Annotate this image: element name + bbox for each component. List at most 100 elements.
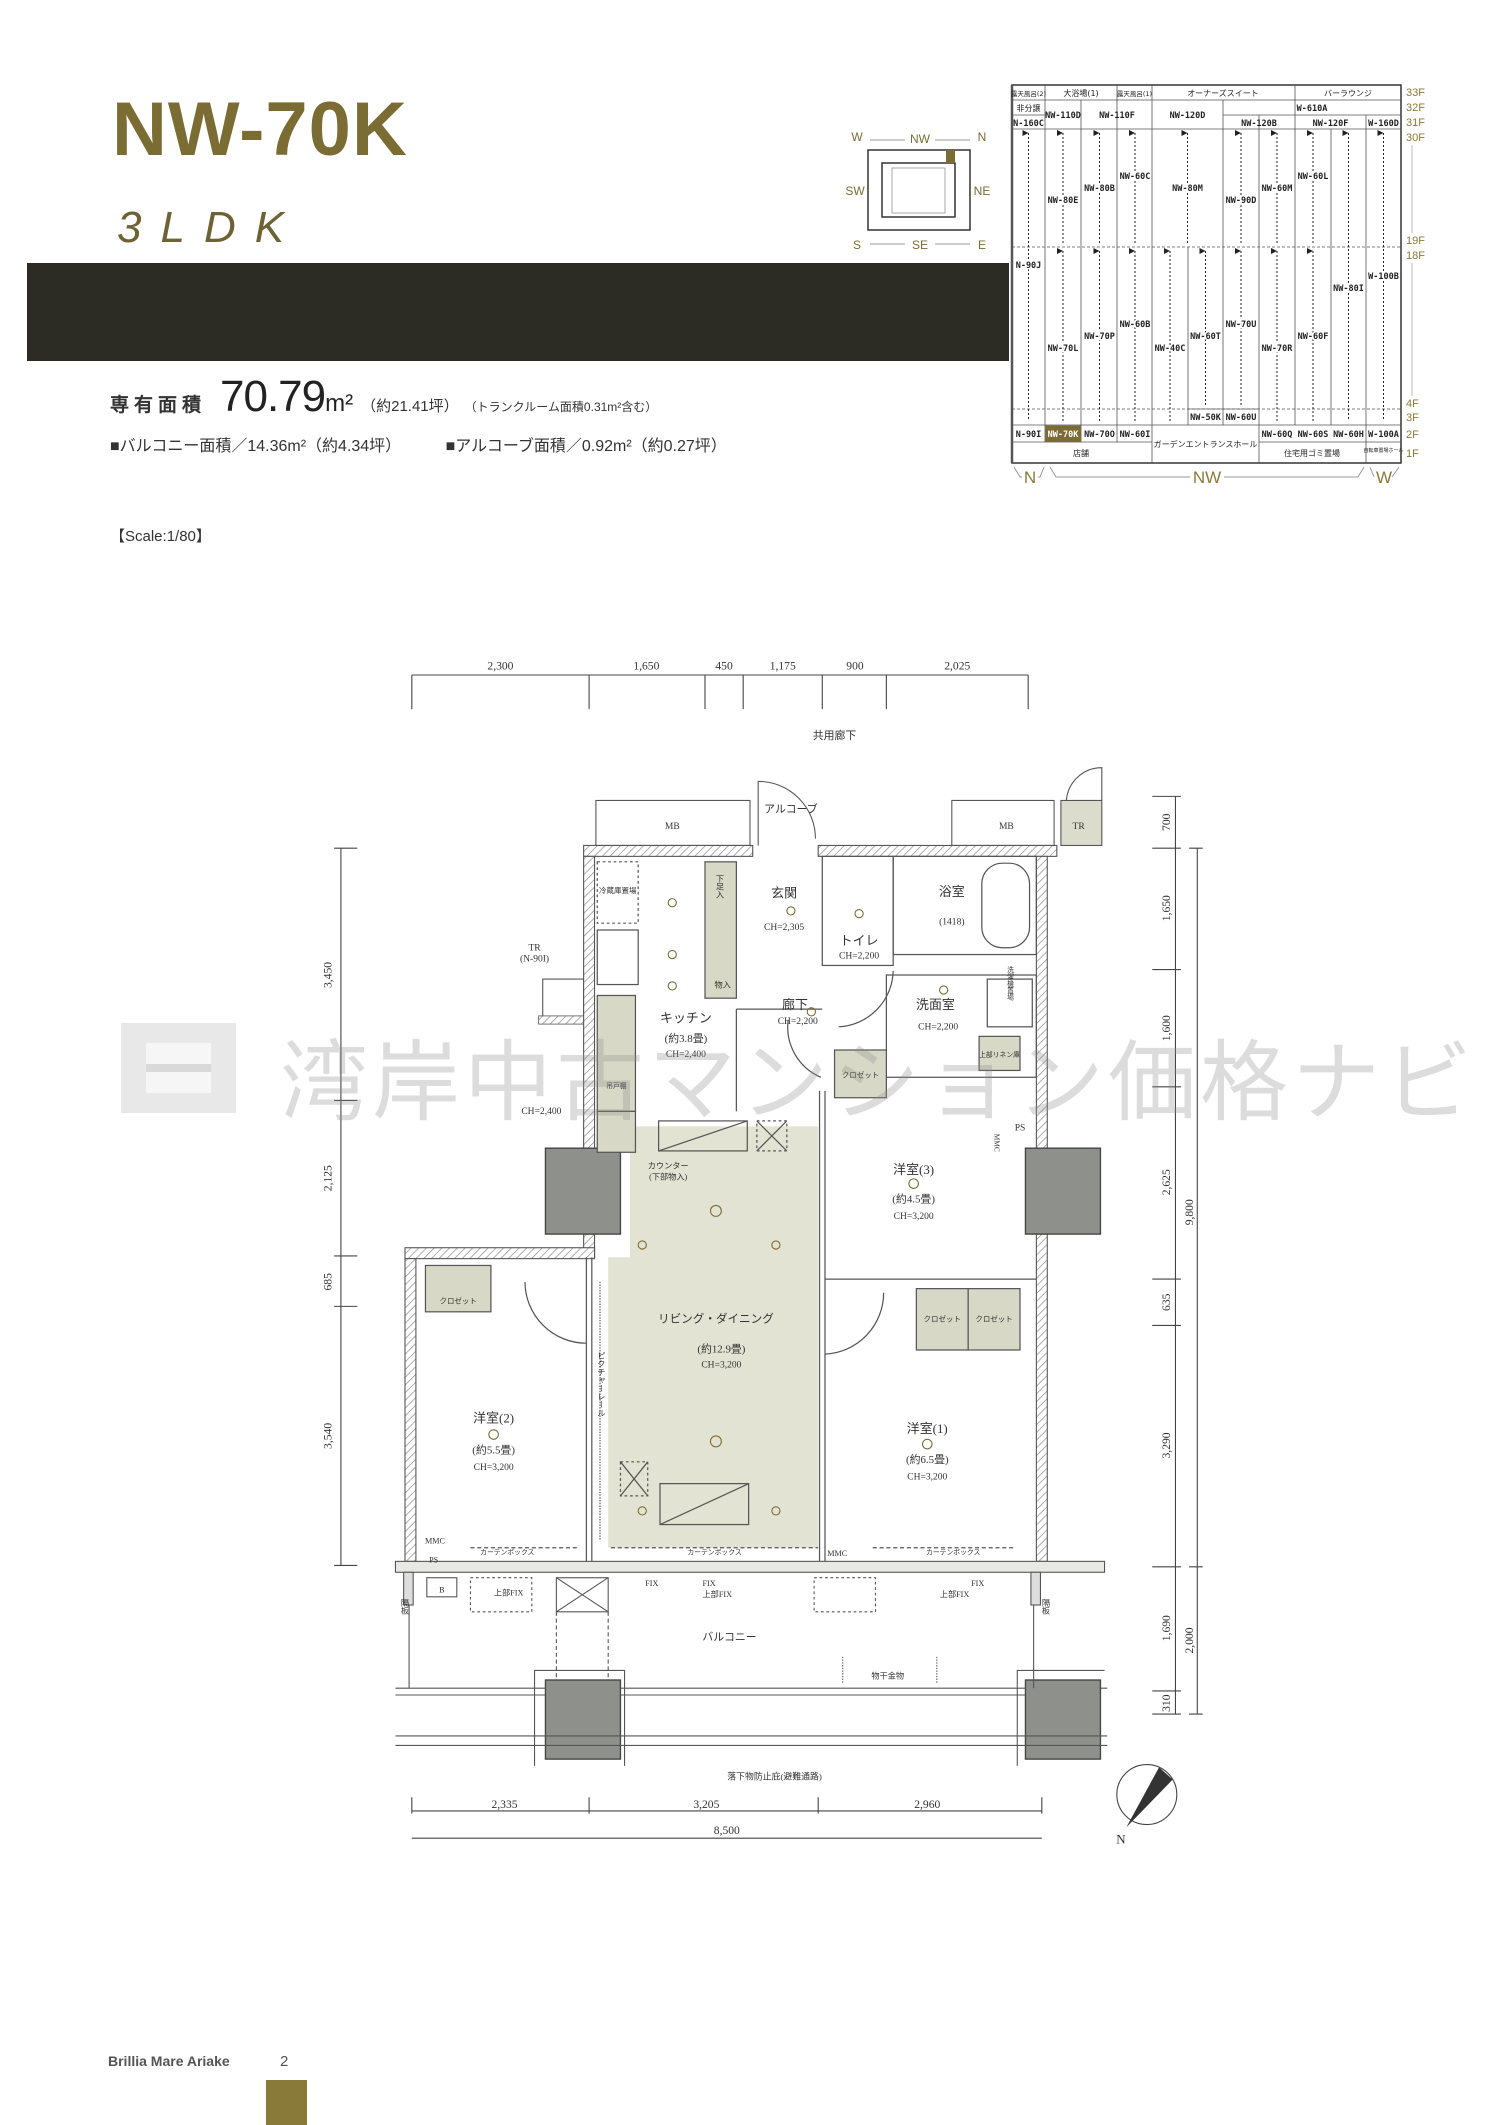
dim-label: 900	[846, 660, 864, 673]
wing-label-w: W	[1376, 468, 1392, 487]
kp-cell: 店舗	[1073, 448, 1089, 458]
bath-label: 浴室	[939, 884, 965, 899]
common-corridor-label: 共用廊下	[813, 728, 857, 742]
kp-cell: 大浴場(1)	[1063, 88, 1098, 98]
washer-space-label: 洗濯機置場	[1006, 965, 1014, 1001]
closet-label: クロゼット	[439, 1296, 476, 1306]
kp-cell: NW-60B	[1120, 320, 1151, 330]
room1-size: (約6.5畳)	[906, 1452, 949, 1466]
dim-label: 685	[321, 1273, 334, 1291]
kp-cell: NW-70L	[1048, 344, 1079, 354]
floor-plan: 2,300 1,650 450 1,175 900 2,025 共用廊下 MB …	[321, 660, 1203, 1847]
dir-nw: NW	[910, 132, 931, 146]
dir-e: E	[978, 238, 986, 252]
closet-label: クロゼット	[842, 1069, 879, 1079]
living-dining-area	[608, 1126, 819, 1548]
kp-cell: NW-60U	[1226, 413, 1257, 423]
upper-fix-label: 上部FIX	[940, 1589, 970, 1599]
canopy-label: 落下物防止庇(避難通路)	[727, 1771, 822, 1782]
kp-cell: NW-120D	[1170, 111, 1206, 121]
dim-label: 2,300	[487, 660, 513, 673]
closet-label: クロゼット	[975, 1313, 1012, 1323]
entrance-ch: CH=2,305	[764, 922, 804, 933]
kp-cell: NW-60M	[1262, 184, 1293, 194]
trunk-room-unit: (N-90I)	[520, 953, 549, 964]
room3-size: (約4.5畳)	[892, 1192, 935, 1206]
scale-label: 【Scale:1/80】	[110, 528, 211, 545]
building-key-plan: 露天風呂(2) 大浴場(1) 露天風呂(1) オーナーズスイート バーラウンジ …	[1010, 84, 1425, 487]
alcove-area: ■アルコーブ面積／0.92m²（約0.27坪）	[445, 438, 727, 455]
room2-ch: CH=3,200	[474, 1462, 514, 1473]
kp-cell: W-610A	[1297, 104, 1328, 114]
dim-label: 1,690	[1160, 1615, 1173, 1641]
fridge-space-label: 冷蔵庫置場	[599, 885, 637, 895]
kp-cell: NW-60C	[1120, 172, 1151, 182]
current-unit-highlight	[1045, 425, 1081, 442]
floor-area-row: 専有面積 70.79 m² （約21.41坪） （トランクルーム面積0.31m²…	[110, 372, 657, 422]
room1-ch: CH=3,200	[907, 1472, 947, 1483]
dim-label: 3,290	[1160, 1432, 1173, 1458]
living-dining-ch: CH=3,200	[701, 1360, 741, 1371]
mb-label: MB	[665, 821, 680, 832]
shoe-cabinet-label: 下足入	[715, 874, 724, 899]
wing-label-nw: NW	[1193, 468, 1221, 487]
floor-area-unit: m²	[325, 390, 354, 417]
drying-hardware-label: 物干金物	[871, 1671, 904, 1681]
kp-cell: NW-60Q	[1262, 430, 1293, 440]
upper-fix-label: 上部FIX	[703, 1589, 733, 1599]
kp-cell: NW-70U	[1226, 320, 1257, 330]
dim-label: 2,625	[1160, 1169, 1173, 1195]
kp-cell: 非分譲	[1017, 103, 1041, 113]
ps-label: PS	[1015, 1122, 1026, 1133]
linen-storage-label: 上部リネン庫	[979, 1050, 1020, 1059]
kp-cell: NW-70O	[1084, 430, 1115, 440]
kp-cell: NW-50K	[1190, 413, 1222, 423]
top-dimension-line	[411, 674, 1029, 710]
kp-cell: NW-120F	[1313, 119, 1349, 129]
kp-cell: オーナーズスイート	[1187, 88, 1259, 98]
watermark-logo-icon	[121, 1023, 236, 1113]
floor-label: 32F	[1406, 102, 1425, 114]
dir-se: SE	[912, 238, 928, 252]
kp-cell: バーラウンジ	[1324, 89, 1372, 98]
curtain-box-label: カーテンボックス	[480, 1549, 534, 1557]
living-dining-label: リビング・ダイニング	[658, 1312, 774, 1326]
floor-label: 3F	[1406, 412, 1419, 424]
kp-cell: NW-70R	[1262, 344, 1294, 354]
dim-label: 1,650	[1160, 895, 1173, 921]
mmc-label: MMC	[827, 1549, 847, 1558]
floor-label: 1F	[1406, 448, 1419, 460]
dim-label: 2,960	[914, 1798, 940, 1811]
entrance-label: 玄関	[771, 885, 797, 900]
dim-label: 9,800	[1183, 1199, 1196, 1225]
alcove-label: アルコーブ	[764, 802, 818, 816]
curtain-box-label: カーテンボックス	[926, 1549, 980, 1557]
bath-size: (1418)	[939, 917, 964, 928]
kp-cell: ガーデンエントランスホール	[1154, 439, 1258, 449]
kp-cell: 露天風呂(2)	[1011, 90, 1046, 98]
partition-label: 隔板	[400, 1598, 409, 1615]
dim-label: 3,540	[321, 1423, 334, 1449]
b-label: B	[439, 1586, 445, 1595]
dir-n: N	[978, 130, 987, 144]
room2-size: (約5.5畳)	[472, 1443, 515, 1457]
layout-type: 3LDK	[117, 203, 304, 252]
kp-cell: NW-110D	[1045, 111, 1081, 121]
counter-label: カウンター	[648, 1162, 689, 1171]
kp-cell: NW-60T	[1190, 332, 1221, 342]
footer-brand: Brillia Mare Ariake	[108, 2053, 230, 2069]
kp-cell: NW-120B	[1241, 119, 1277, 129]
dim-label: 3,205	[693, 1798, 719, 1811]
kp-cell: NW-90D	[1226, 196, 1257, 206]
kp-cell: NW-60I	[1120, 430, 1151, 440]
kp-cell: NW-60F	[1298, 332, 1329, 342]
exterior-walls	[404, 844, 1058, 1562]
kp-cell: W-160D	[1368, 119, 1399, 129]
mmc-label: MMC	[425, 1537, 445, 1546]
floor-label: 31F	[1406, 117, 1425, 129]
footer-accent-square	[266, 2080, 307, 2125]
dim-label: 450	[715, 660, 733, 673]
dim-label: 2,025	[944, 660, 970, 673]
dim-label: 2,000	[1183, 1627, 1196, 1653]
hanging-cabinet-label: 吊戸棚	[606, 1081, 627, 1090]
